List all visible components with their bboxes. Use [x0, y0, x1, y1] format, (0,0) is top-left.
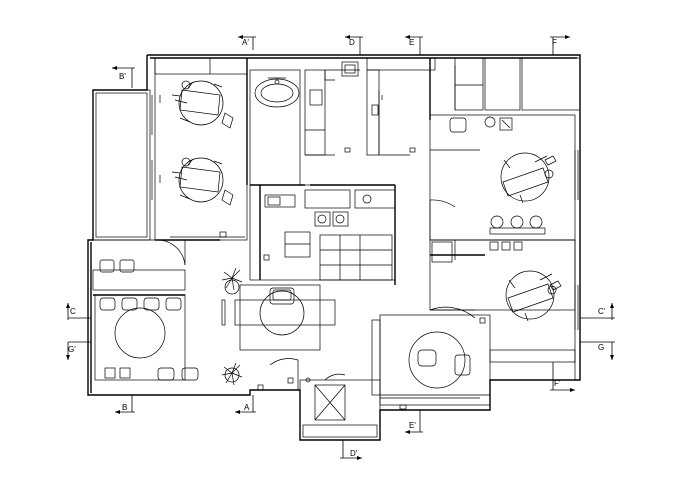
section-marker-b-bottom: B: [115, 395, 135, 414]
section-marker-f-top: F: [550, 35, 570, 55]
dental-chair-3: [500, 152, 550, 202]
section-label-f-prime: F': [554, 379, 561, 388]
section-label-e: E: [409, 38, 414, 47]
section-marker-g-left: G': [66, 341, 91, 360]
lobby-round-table: [259, 290, 305, 336]
section-marker-d-top: D: [345, 35, 363, 55]
section-label-d-prime: D': [350, 449, 358, 458]
dental-chair-1: [178, 80, 224, 126]
utility-area-top: [304, 57, 436, 156]
section-marker-a-top: A': [238, 35, 256, 50]
waiting-area-left: [92, 239, 199, 381]
dental-chair-2: [178, 157, 224, 203]
section-marker-d-bottom: D': [340, 440, 362, 460]
exterior-details: [430, 65, 575, 241]
dental-room-top-left: [151, 57, 248, 241]
section-marker-c-right: C': [580, 303, 615, 320]
section-label-c-prime: C': [598, 307, 606, 316]
section-marker-b-top: B': [112, 66, 135, 88]
section-label-d: D: [349, 38, 355, 47]
sterilization-room: [249, 184, 396, 285]
section-label-a: A: [244, 403, 250, 412]
section-marker-g-right: G: [580, 341, 615, 360]
section-label-e-prime: E': [409, 421, 416, 430]
section-marker-c-left: C: [66, 303, 91, 320]
lobby: [221, 267, 336, 391]
elevator-shaft: [299, 373, 381, 441]
outer-walls: [87, 54, 581, 441]
section-marker-e-top: E: [405, 35, 423, 55]
section-marker-a-bottom: A: [235, 395, 256, 414]
section-marker-e-bottom: E': [405, 410, 423, 434]
section-label-g: G: [598, 343, 604, 352]
plant-icon-2: [221, 362, 243, 386]
storage-top-right: [454, 57, 581, 111]
section-label-b-prime: B': [119, 72, 126, 81]
section-label-a-prime: A': [242, 38, 249, 47]
section-label-g-prime: G': [68, 345, 76, 354]
section-label-b: B: [122, 403, 127, 412]
section-label-f: F: [552, 38, 557, 47]
restroom: [249, 69, 301, 186]
left-wing: [92, 89, 155, 241]
consultation-room: [371, 314, 491, 410]
plant-icon-1: [221, 267, 243, 295]
round-table: [114, 307, 166, 359]
section-label-c: C: [70, 307, 76, 316]
dental-chair-4: [505, 270, 555, 320]
section-markers: A' A B' B C: [66, 35, 615, 460]
section-marker-f-bottom: F': [550, 362, 575, 392]
consult-table: [408, 331, 466, 389]
dental-room-right-upper: [429, 114, 579, 241]
dental-room-right-lower: [429, 239, 579, 380]
